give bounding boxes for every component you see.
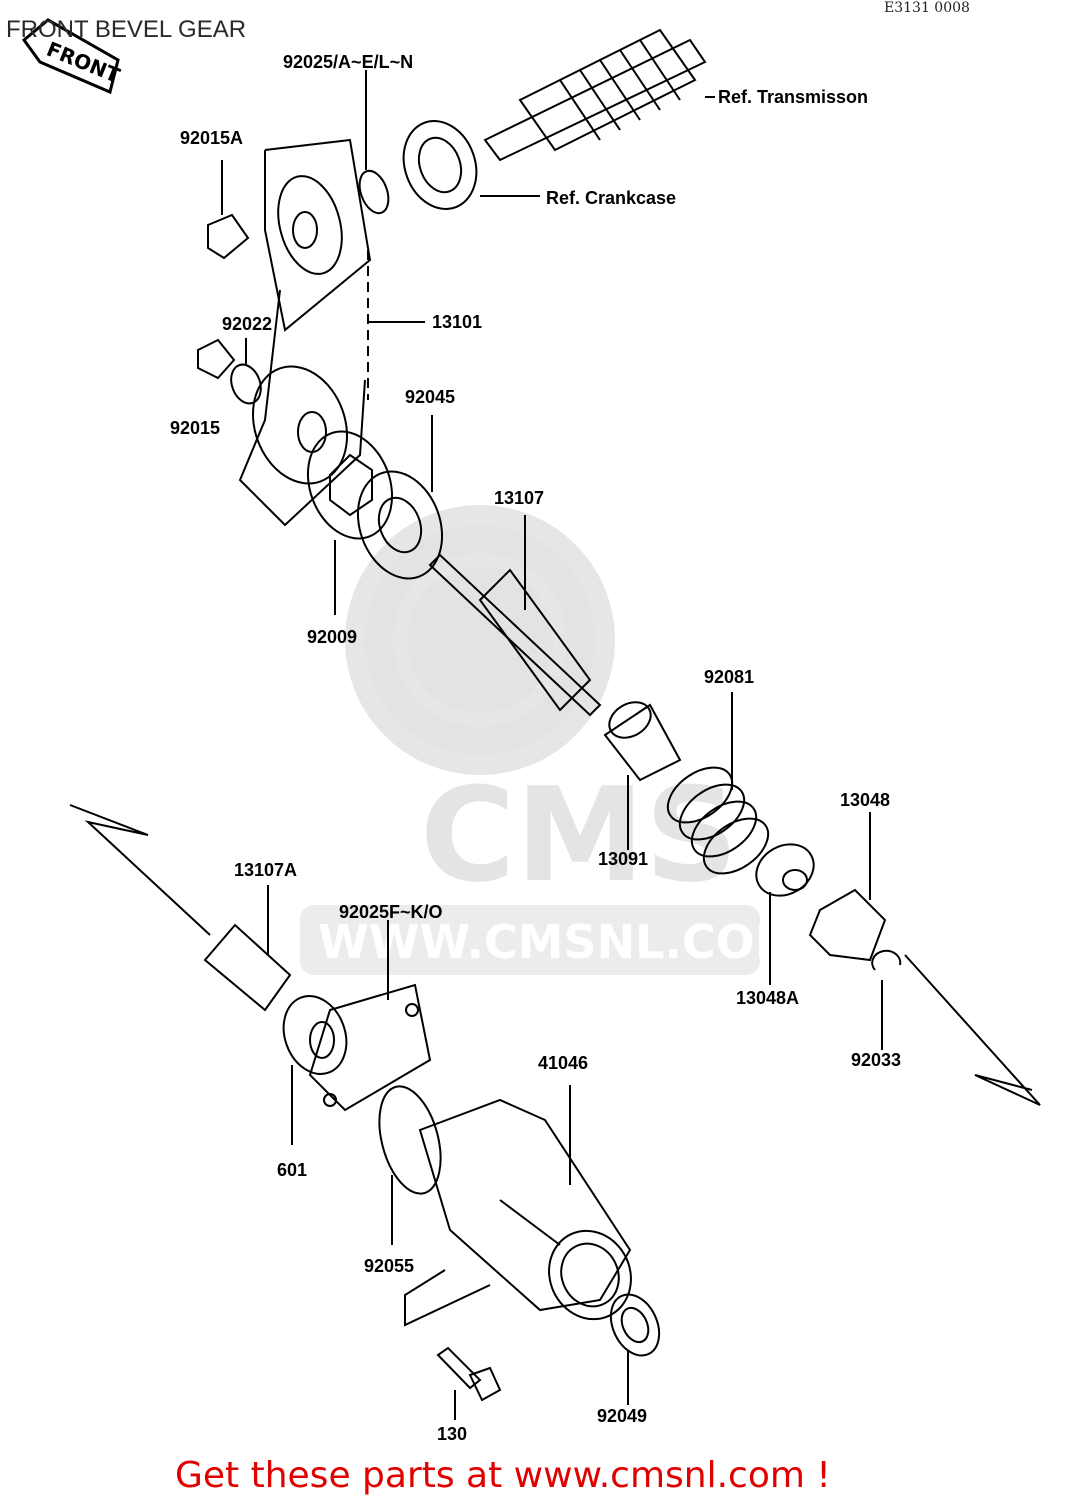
coupling-13107a bbox=[203, 885, 292, 1012]
washer-92022 bbox=[230, 363, 262, 405]
label-13101: 13101 bbox=[432, 312, 483, 332]
oil-seal-92049 bbox=[609, 1293, 661, 1405]
label-92015a: 92015A bbox=[180, 128, 244, 148]
label-601: 601 bbox=[277, 1160, 308, 1180]
bearing-crankcase bbox=[402, 120, 540, 210]
nut-92015a bbox=[207, 160, 250, 260]
label-92015: 92015 bbox=[170, 418, 221, 438]
label-13107a: 13107A bbox=[234, 860, 298, 880]
gasket-92025f bbox=[308, 920, 432, 1112]
seal-601 bbox=[282, 995, 348, 1145]
shim-92025 bbox=[358, 169, 390, 215]
footer-link[interactable]: Get these parts at www.cmsnl.com ! bbox=[175, 1455, 831, 1496]
nut-92015 bbox=[197, 338, 236, 380]
sleeve-13091 bbox=[603, 701, 682, 850]
label-41046: 41046 bbox=[538, 1053, 589, 1073]
watermark-logo: CMS WWW.CMSNL.COM bbox=[300, 505, 801, 975]
label-92009: 92009 bbox=[307, 627, 358, 647]
label-92049: 92049 bbox=[597, 1406, 648, 1426]
housing-41046 bbox=[418, 1085, 632, 1321]
transmission-shaft bbox=[483, 28, 715, 162]
label-ref-transmission: Ref. Transmisson bbox=[718, 87, 869, 107]
diagram-code: E3131 0008 bbox=[884, 0, 970, 16]
label-92033: 92033 bbox=[851, 1050, 902, 1070]
label-92022: 92022 bbox=[222, 314, 273, 334]
watermark-url-text: WWW.CMSNL.COM bbox=[318, 915, 801, 969]
bearing-92045 bbox=[356, 415, 444, 580]
label-13048a: 13048A bbox=[736, 988, 800, 1008]
oring-92055 bbox=[378, 1085, 442, 1195]
bevel-gear-lower bbox=[238, 289, 366, 527]
bevel-gear-upper bbox=[264, 138, 372, 332]
label-13091: 13091 bbox=[598, 849, 649, 869]
label-130: 130 bbox=[437, 1424, 468, 1444]
shaft-13107 bbox=[428, 515, 602, 717]
label-ref-crankcase: Ref. Crankcase bbox=[546, 188, 677, 208]
cam-13048 bbox=[808, 812, 887, 962]
label-92055: 92055 bbox=[364, 1256, 415, 1276]
watermark-cms-text: CMS bbox=[420, 759, 738, 911]
label-92045: 92045 bbox=[405, 387, 456, 407]
label-92025-a: 92025/A~E/L~N bbox=[283, 52, 414, 72]
circlip-92033 bbox=[871, 949, 902, 1050]
axis-lines bbox=[69, 804, 1041, 1106]
spring-92081 bbox=[666, 692, 770, 875]
bolt-130 bbox=[404, 1269, 502, 1420]
page-title: FRONT BEVEL GEAR bbox=[6, 16, 247, 43]
label-13048: 13048 bbox=[840, 790, 891, 810]
label-13107: 13107 bbox=[494, 488, 545, 508]
cam-13048a bbox=[755, 843, 815, 985]
label-92081: 92081 bbox=[704, 667, 755, 687]
label-92025f: 92025F~K/O bbox=[339, 902, 443, 922]
